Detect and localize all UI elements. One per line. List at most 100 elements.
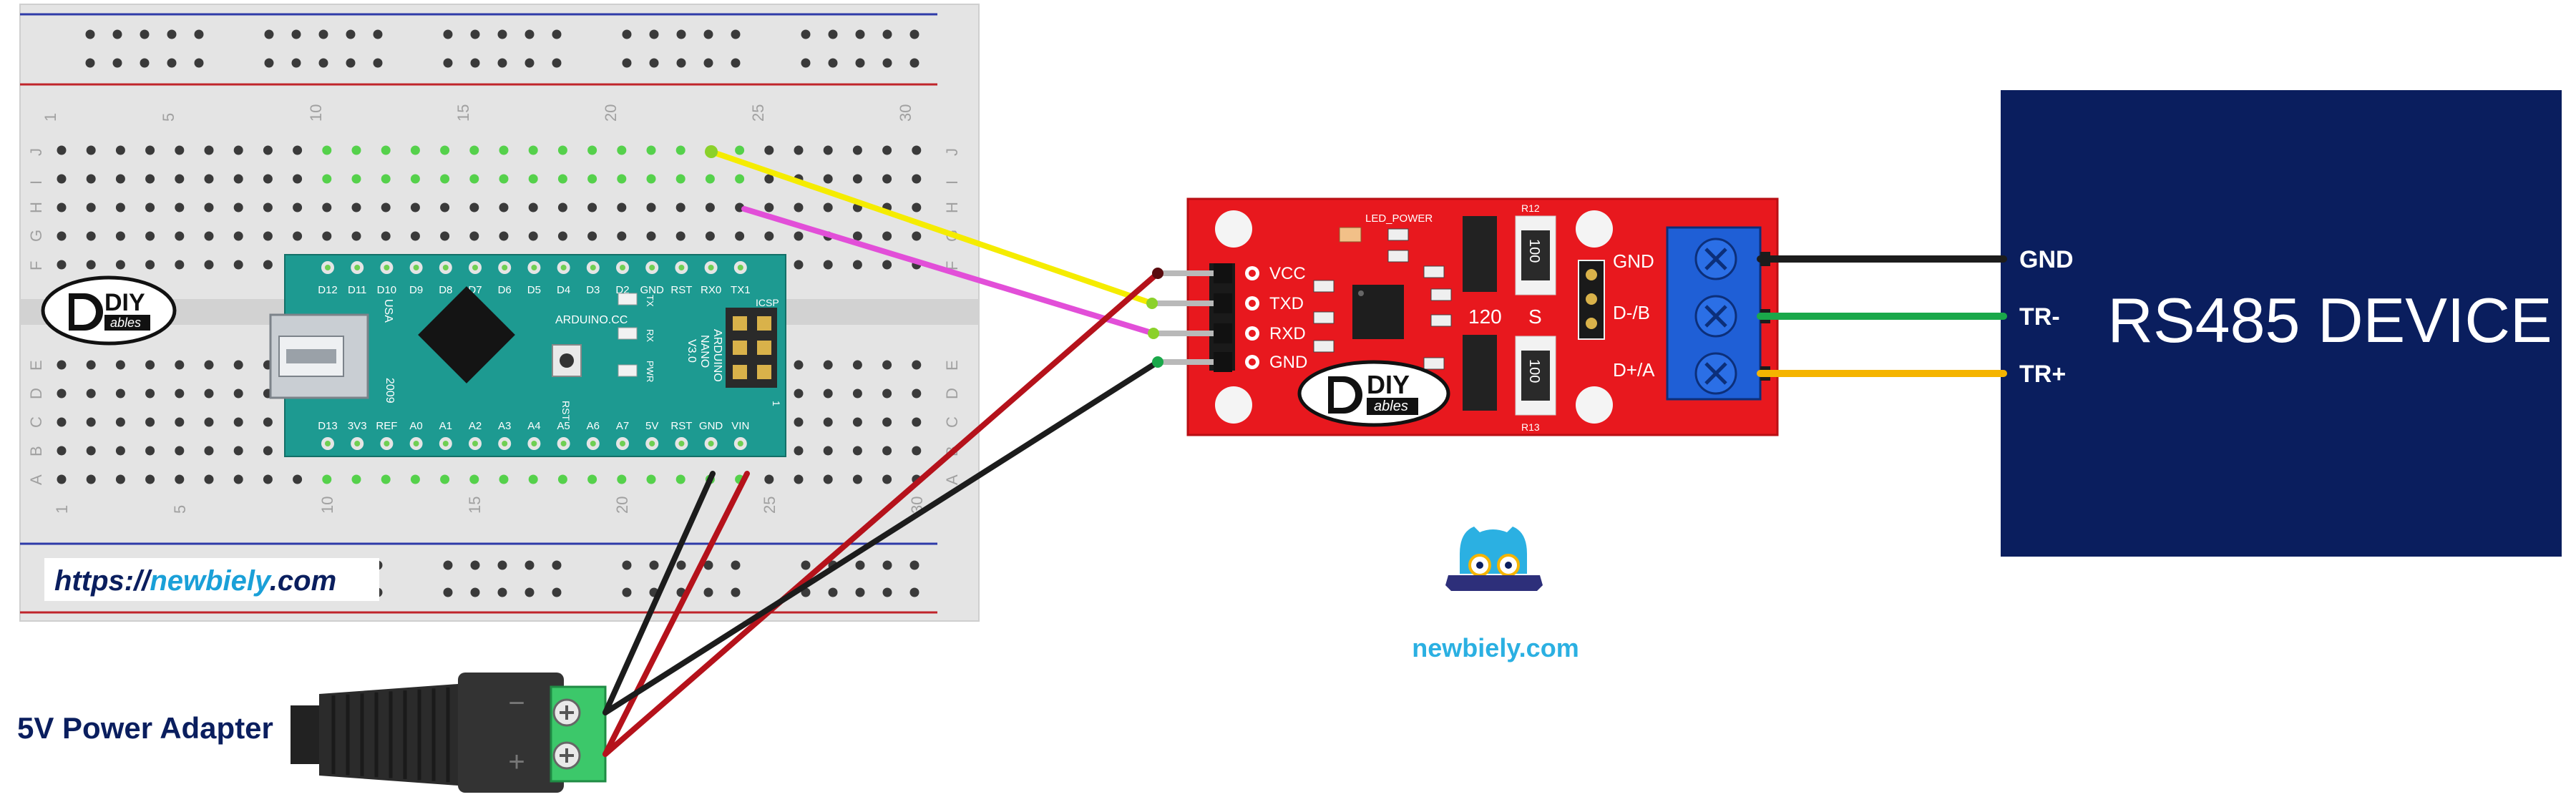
- breadboard-hole: [204, 417, 214, 427]
- breadboard-hole: [263, 174, 273, 184]
- breadboard-hole: [675, 145, 686, 155]
- nano-top-pad-hole: [413, 265, 419, 270]
- rail-hole: [882, 560, 892, 570]
- breadboard-hole: [322, 474, 332, 484]
- column-number-top: 1: [42, 113, 59, 122]
- breadboard-hole: [263, 260, 273, 270]
- rail-hole: [497, 29, 507, 39]
- adapter-minus: −: [508, 688, 525, 719]
- column-number-bottom: 1: [53, 505, 71, 514]
- breadboard-hole: [175, 231, 185, 241]
- breadboard-hole: [410, 474, 420, 484]
- rail-hole: [622, 560, 632, 570]
- nano-bottom-pin-label: 3V3: [348, 420, 367, 432]
- breadboard-hole: [499, 174, 509, 184]
- breadboard-hole: [646, 174, 656, 184]
- rail-hole: [470, 560, 480, 570]
- breadboard-hole: [145, 145, 155, 155]
- rs485-terminal-label: D+/A: [1613, 359, 1655, 381]
- icsp-pin: [757, 316, 771, 331]
- rail-hole: [801, 560, 811, 570]
- breadboard-hole: [351, 231, 361, 241]
- resistor-r13-value: 100: [1526, 359, 1542, 383]
- nano-bottom-pin-label: 5V: [645, 420, 658, 432]
- breadboard-hole: [57, 231, 67, 241]
- breadboard-hole: [705, 174, 715, 184]
- breadboard-hole: [469, 474, 479, 484]
- nano-top-pin-label: RX0: [701, 284, 721, 296]
- breadboard-hole: [233, 417, 243, 427]
- column-number-bottom: 25: [761, 497, 779, 514]
- rail-hole: [85, 58, 95, 68]
- website-label[interactable]: https://newbiely.com: [54, 565, 336, 597]
- row-letter-left: A: [27, 474, 45, 485]
- breadboard-hole: [823, 360, 833, 370]
- breadboard-hole: [175, 417, 185, 427]
- resistor-r12-value: 100: [1526, 239, 1542, 263]
- column-number-top: 20: [602, 104, 620, 122]
- nano-top-pin-label: D5: [527, 284, 541, 296]
- nano-top-pad-hole: [531, 265, 537, 270]
- column-number-top: 5: [160, 113, 177, 122]
- breadboard-hole: [440, 231, 450, 241]
- mount-hole-br: [1576, 386, 1613, 424]
- breadboard-hole: [145, 231, 155, 241]
- breadboard-hole: [115, 231, 125, 241]
- rail-hole: [676, 29, 686, 39]
- breadboard-hole: [469, 231, 479, 241]
- jumper-pin: [1586, 318, 1597, 329]
- breadboard-hole: [469, 174, 479, 184]
- breadboard-hole: [175, 360, 185, 370]
- breadboard-hole: [499, 145, 509, 155]
- rail-hole: [882, 29, 892, 39]
- top-rail-holes: [85, 29, 919, 68]
- newbiely-logo-text: newbiely.com: [1412, 633, 1579, 662]
- rail-hole: [731, 58, 741, 68]
- arduino-model-line3: V3.0: [686, 339, 698, 363]
- breadboard-hole: [794, 202, 804, 212]
- breadboard-hole: [440, 174, 450, 184]
- breadboard-hole: [882, 417, 892, 427]
- rail-hole: [855, 58, 865, 68]
- breadboard-hole: [57, 145, 67, 155]
- breadboard-hole: [852, 388, 862, 398]
- arduino-brand: ARDUINO.CC: [555, 314, 628, 326]
- breadboard-hole: [57, 417, 67, 427]
- breadboard-hole: [912, 174, 922, 184]
- diyables-logo-text1: DIY: [104, 289, 145, 316]
- smd-part: [1423, 357, 1445, 370]
- breadboard-hole: [646, 202, 656, 212]
- row-letter-right: E: [943, 360, 961, 371]
- row-letter-right: I: [943, 180, 961, 185]
- smd-part: [1313, 280, 1335, 293]
- rs485-header-pin: [1156, 300, 1214, 306]
- row-letter-left: E: [27, 360, 45, 371]
- rail-hole: [731, 29, 741, 39]
- nano-bottom-pad-hole: [384, 441, 390, 446]
- rs485-pin-label: TXD: [1269, 294, 1304, 313]
- rs485-header-pins: [1156, 263, 1232, 372]
- jumper-pin: [1586, 269, 1597, 280]
- icsp-pin: [733, 365, 747, 379]
- reset-button-label: RST: [560, 401, 572, 421]
- breadboard-hole: [735, 174, 745, 184]
- nano-top-pad-hole: [442, 265, 449, 270]
- breadboard-hole: [852, 446, 862, 456]
- breadboard-hole: [735, 231, 745, 241]
- row-letter-left: I: [27, 180, 45, 185]
- column-number-top: 25: [749, 104, 767, 122]
- nano-bottom-pad-hole: [620, 441, 625, 446]
- smd-part: [1430, 288, 1452, 301]
- breadboard-hole: [233, 446, 243, 456]
- nano-bottom-pin-label: D13: [318, 420, 338, 432]
- smd-part: [1387, 228, 1409, 241]
- rail-hole: [676, 58, 686, 68]
- rs485-pin-pad-hole: [1249, 270, 1256, 277]
- breadboard-hole: [233, 202, 243, 212]
- breadboard-hole: [882, 446, 892, 456]
- breadboard-hole: [322, 202, 332, 212]
